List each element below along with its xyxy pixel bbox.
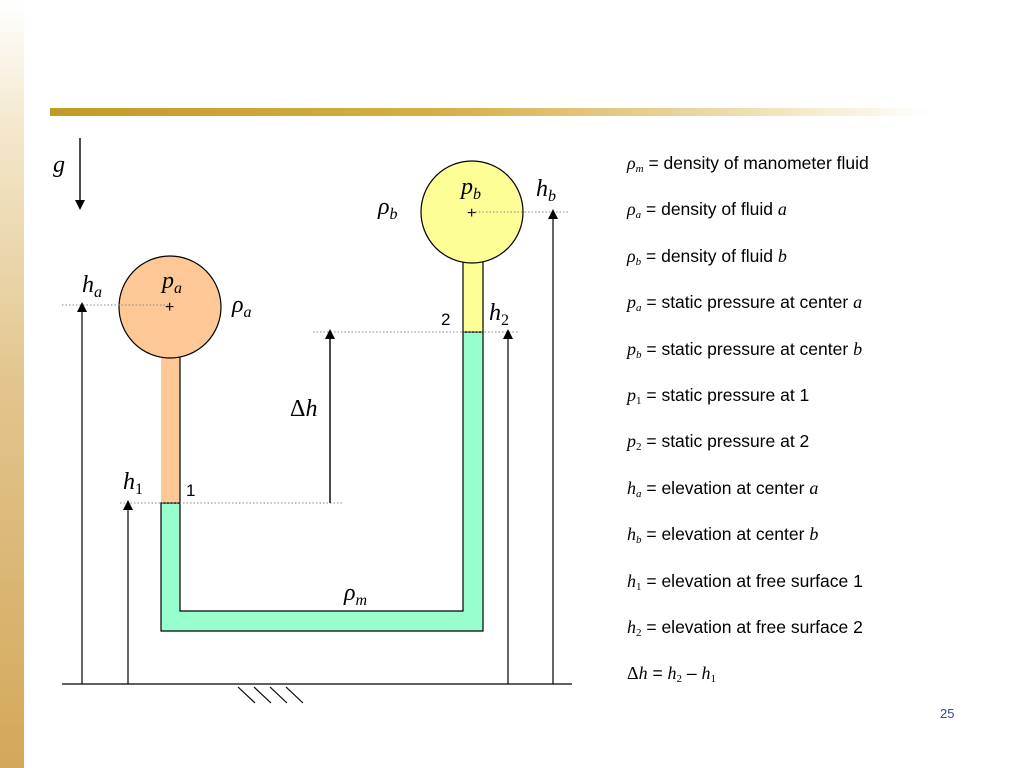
side-accent-strip [0, 0, 24, 768]
manometer-fluid [160, 331, 484, 632]
ha-label: ha [82, 272, 102, 301]
h2-label: h2 [489, 300, 509, 329]
legend-row: ρb = density of fluid b [627, 245, 787, 268]
symbol-legend: ρm = density of manometer fluid ρa = den… [627, 148, 1007, 705]
legend-row: ha = elevation at center a [627, 477, 819, 500]
stem-fluid-b [463, 255, 483, 332]
legend-row: hb = elevation at center b [627, 524, 819, 547]
point-1-label: 1 [186, 481, 195, 500]
hb-label: hb [536, 176, 556, 205]
delta-h-equation: Δh = h2 – h1 [627, 663, 716, 686]
legend-row: p2 = static pressure at 2 [627, 431, 810, 454]
density-a-label: ρa [231, 292, 252, 321]
legend-row: pa = static pressure at center a [627, 292, 863, 315]
gravity-label: g [53, 152, 65, 178]
manometer-diagram: g pa + pb + ρa ρb ρm [53, 138, 572, 704]
legend-row: ρa = density of fluid a [627, 199, 787, 222]
legend-row: h2 = elevation at free surface 2 [627, 616, 863, 639]
density-m-label: ρm [343, 580, 367, 609]
bulb-a-center-marker: + [165, 299, 174, 316]
legend-row: pb = static pressure at center b [627, 338, 863, 361]
bulb-b-center-marker: + [467, 205, 476, 222]
bulb-a-pressure-label: pa [160, 268, 182, 297]
stem-fluid-a [161, 350, 180, 503]
title-divider [50, 108, 930, 116]
legend-row: ρm = density of manometer fluid [627, 153, 869, 175]
bulb-b-pressure-label: pb [459, 174, 481, 203]
legend-row: p1 = static pressure at 1 [627, 384, 810, 407]
h1-label: h1 [123, 469, 143, 498]
bulb-a [118, 255, 222, 359]
density-b-label: ρb [377, 194, 398, 223]
ground-hatching [237, 686, 304, 704]
legend-row: h1 = elevation at free surface 1 [627, 570, 863, 593]
page-number: 25 [940, 706, 955, 721]
point-2-label: 2 [441, 310, 450, 329]
delta-h-label: Δh [290, 396, 317, 422]
